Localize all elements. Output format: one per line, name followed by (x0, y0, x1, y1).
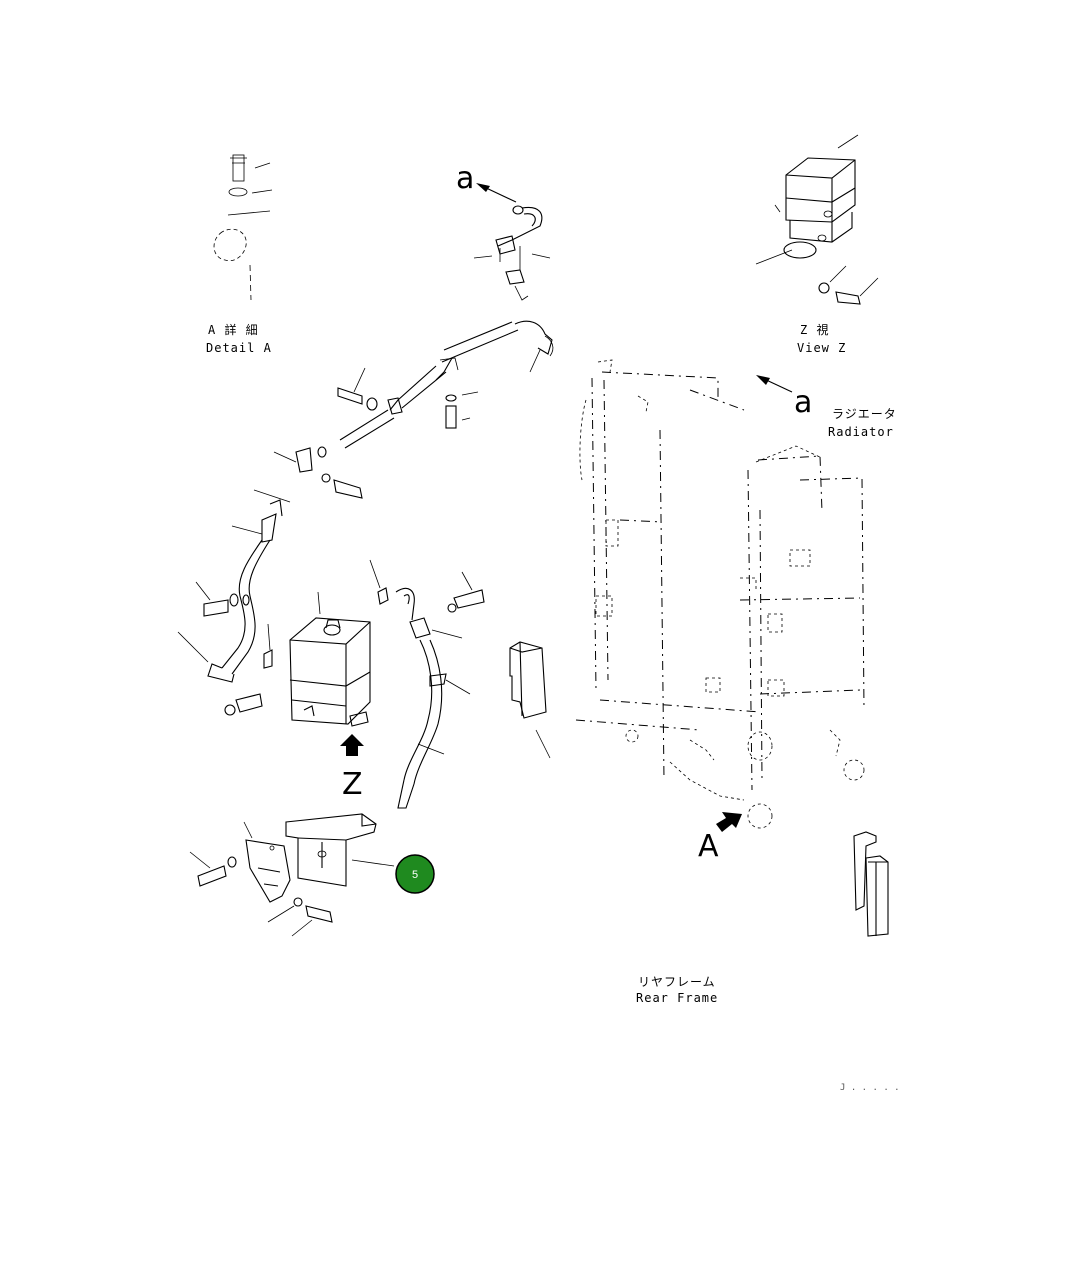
arrow-detail-a: A (698, 812, 742, 864)
side-bracket-part (509, 641, 551, 759)
radiator-jp-caption: ラジエータ (832, 407, 897, 421)
view-z-illustration: Z 視 View Z (755, 134, 879, 355)
clamp-parts (231, 446, 363, 543)
upper-hose-assembly (339, 205, 554, 449)
view-z-en-caption: View Z (797, 341, 846, 355)
rear-frame-parts: リヤフレーム Rear Frame (636, 831, 889, 1005)
radiator-en-caption: Radiator (828, 425, 894, 439)
arrow-a-right-label: a (794, 385, 812, 420)
callout-circle[interactable] (395, 854, 435, 894)
arrow-z: Z (340, 734, 364, 802)
arrow-detail-a-label: A (698, 829, 719, 864)
reservoir-tank (289, 591, 371, 727)
arrow-a-top-label: a (456, 161, 474, 196)
tank-bracket (189, 813, 395, 937)
view-z-jp-caption: Z 視 (800, 322, 829, 337)
arrow-a-top: a (456, 161, 517, 203)
callout-marker-5[interactable]: 5 (395, 854, 435, 894)
bolt-group-upper (337, 367, 479, 429)
drawing-code: J . . . . . (840, 1083, 900, 1093)
arrow-a-right: a ラジエータ Radiator (756, 375, 897, 439)
rear-frame-jp-caption: リヤフレーム (638, 975, 716, 989)
detail-a-illustration: A 詳 細 Detail A (206, 154, 273, 355)
detail-a-jp-caption: A 詳 細 (208, 322, 259, 337)
arrow-z-label: Z (342, 767, 363, 802)
rear-frame-en-caption: Rear Frame (636, 991, 718, 1005)
left-hose (177, 539, 273, 716)
callout-number[interactable]: 5 (412, 869, 418, 881)
center-hose (369, 559, 485, 809)
detail-a-en-caption: Detail A (206, 341, 272, 355)
radiator-outline (575, 359, 865, 829)
